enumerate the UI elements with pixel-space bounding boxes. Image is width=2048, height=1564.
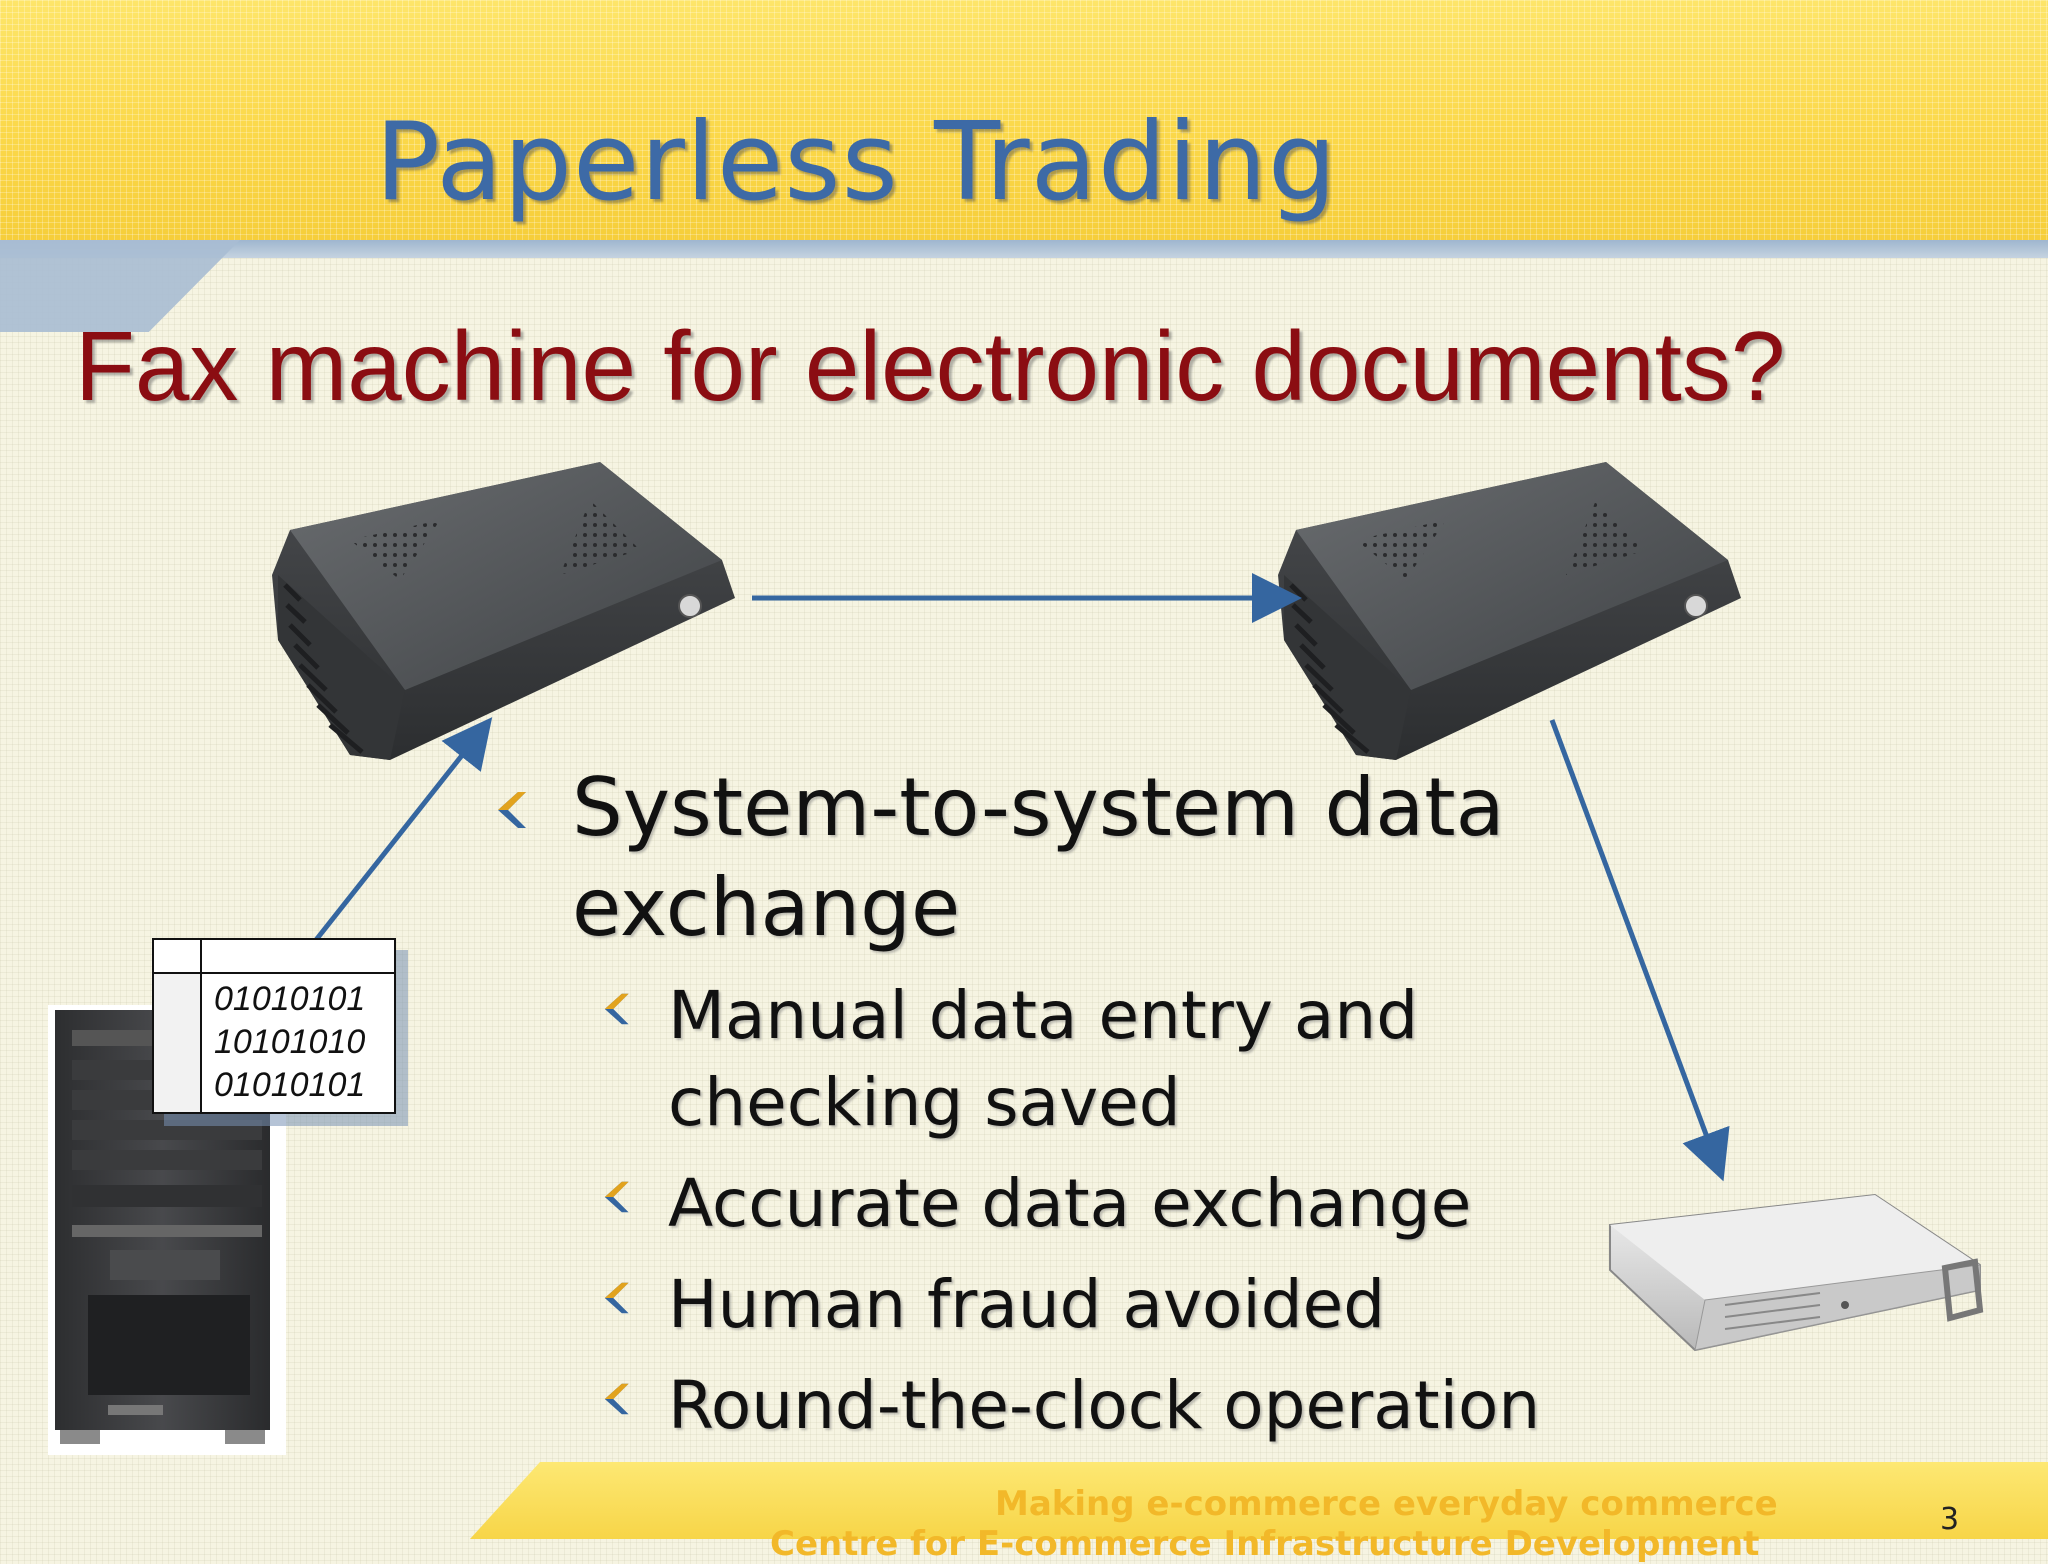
footer-tagline: Making e-commerce everyday commerce — [995, 1484, 1778, 1524]
modem-icon — [272, 462, 735, 760]
header-band — [0, 0, 2048, 240]
binary-line: 01010101 — [214, 980, 366, 1018]
bullet-chevron-icon — [604, 1181, 629, 1213]
binary-line: 10101010 — [214, 1023, 366, 1061]
bullet-main-text: System-to-system data exchange — [572, 761, 1505, 954]
bullet-sub-text: Accurate data exchange — [668, 1165, 1472, 1242]
bullet-sub-text: Human fraud avoided — [668, 1266, 1386, 1343]
page-number: 3 — [1940, 1502, 1960, 1537]
bullet-sub: Manual data entry and checking saved — [490, 972, 1590, 1146]
slide-title: Paperless Trading — [375, 100, 1338, 225]
arrow-icon — [1549, 719, 1730, 1182]
rack-server-icon — [1609, 1193, 1984, 1352]
header-divider — [0, 240, 2048, 258]
bullet-chevron-icon — [604, 1282, 629, 1314]
bullet-sub-text: Round-the-clock operation — [668, 1367, 1541, 1444]
footer-organization: Centre for E-commerce Infrastructure Dev… — [770, 1524, 1760, 1564]
bullet-chevron-icon — [604, 993, 629, 1025]
bullet-sub: Human fraud avoided — [490, 1261, 1590, 1348]
bullet-sub: Round-the-clock operation — [490, 1362, 1590, 1449]
bullet-chevron-icon — [604, 1383, 629, 1415]
binary-line: 01010101 — [214, 1066, 366, 1104]
modem-icon — [1278, 462, 1741, 760]
footer-band — [470, 1462, 2048, 1539]
bullet-main: System-to-system data exchange — [490, 758, 1590, 958]
binary-data-table: 01010101 10101010 01010101 — [152, 938, 396, 1114]
bullet-list: System-to-system data exchange Manual da… — [490, 758, 1590, 1449]
bullet-sub: Accurate data exchange — [490, 1160, 1590, 1247]
bullet-chevron-icon — [498, 792, 526, 828]
arrow-icon — [310, 717, 493, 947]
binary-lines: 01010101 10101010 01010101 — [214, 978, 365, 1107]
bullet-sub-text: Manual data entry and checking saved — [668, 977, 1419, 1141]
slide-subtitle: Fax machine for electronic documents? — [75, 311, 1786, 421]
